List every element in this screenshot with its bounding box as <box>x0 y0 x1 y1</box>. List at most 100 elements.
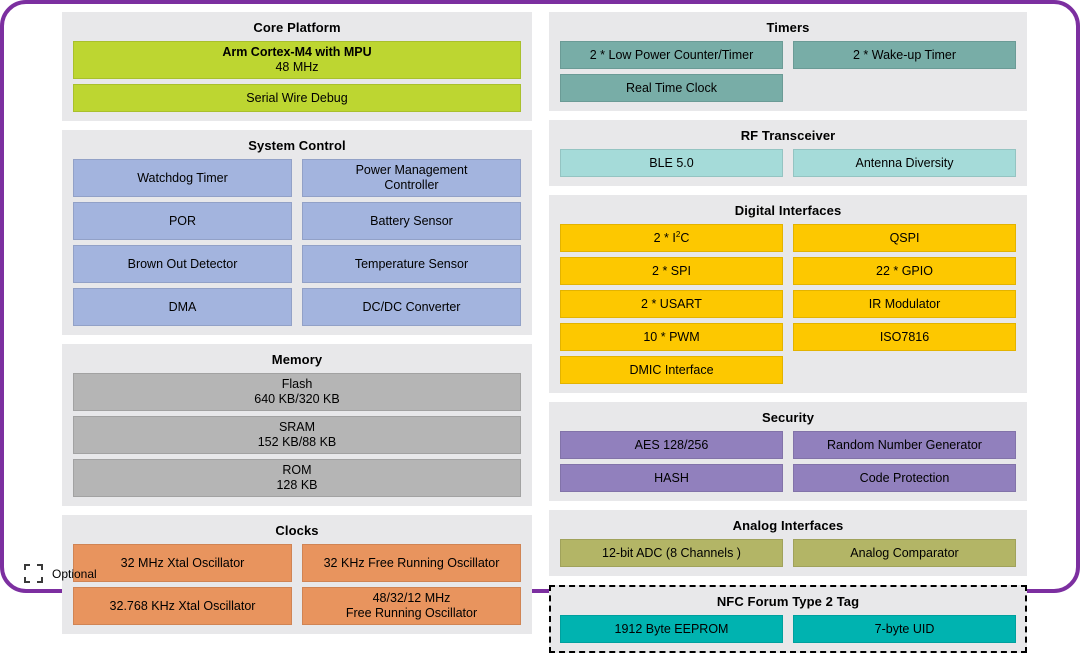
block-cell: Brown Out Detector <box>73 245 292 283</box>
block-label: BLE 5.0 <box>649 155 694 170</box>
block-12-bit-adc-8-channels[interactable]: 12-bit ADC (8 Channels ) <box>560 539 783 567</box>
block-32-mhz-xtal-oscillator[interactable]: 32 MHz Xtal Oscillator <box>73 544 292 582</box>
block-label: 32.768 KHz Xtal Oscillator <box>109 598 256 613</box>
block-2-ic[interactable]: 2 * I2C <box>560 224 783 252</box>
block-2-wake-up-timer[interactable]: 2 * Wake-up Timer <box>793 41 1016 69</box>
block-dma[interactable]: DMA <box>73 288 292 326</box>
block-temperature-sensor[interactable]: Temperature Sensor <box>302 245 521 283</box>
block-analog-comparator[interactable]: Analog Comparator <box>793 539 1016 567</box>
block-label: 1912 Byte EEPROM <box>614 621 729 636</box>
dashed-square-icon <box>24 564 43 583</box>
block-cell: QSPI <box>793 224 1016 252</box>
group-title-system-control: System Control <box>248 138 346 153</box>
block-2-usart[interactable]: 2 * USART <box>560 290 783 318</box>
block-row: 1912 Byte EEPROM 7-byte UID <box>560 615 1016 643</box>
empty-slot <box>793 356 1016 384</box>
block-cell: DMA <box>73 288 292 326</box>
block-row: 2 * USART IR Modulator <box>560 290 1016 318</box>
block-cell: 2 * Low Power Counter/Timer <box>560 41 783 69</box>
block-qspi[interactable]: QSPI <box>793 224 1016 252</box>
block-22-gpio[interactable]: 22 * GPIO <box>793 257 1016 285</box>
block-por[interactable]: POR <box>73 202 292 240</box>
block-cell: IR Modulator <box>793 290 1016 318</box>
block-cell: AES 128/256 <box>560 431 783 459</box>
block-row: Real Time Clock <box>560 74 1016 102</box>
block-brown-out-detector[interactable]: Brown Out Detector <box>73 245 292 283</box>
block-label: 2 * I2C <box>653 229 690 245</box>
block-cell: Analog Comparator <box>793 539 1016 567</box>
block-label: 2 * Low Power Counter/Timer <box>589 47 754 62</box>
block-label: Temperature Sensor <box>354 256 469 271</box>
block-label: Analog Comparator <box>850 545 959 560</box>
group-title-rf-transceiver: RF Transceiver <box>740 128 836 143</box>
block-2-low-power-counter-timer[interactable]: 2 * Low Power Counter/Timer <box>560 41 783 69</box>
block-7-byte-uid[interactable]: 7-byte UID <box>793 615 1016 643</box>
block-32-khz-free-running-oscillator[interactable]: 32 KHz Free Running Oscillator <box>302 544 521 582</box>
block-serial-wire-debug[interactable]: Serial Wire Debug <box>73 84 521 112</box>
block-row: 10 * PWM ISO7816 <box>560 323 1016 351</box>
block-dc-dc-converter[interactable]: DC/DC Converter <box>302 288 521 326</box>
block-antenna-diversity[interactable]: Antenna Diversity <box>793 149 1016 177</box>
block-cell: ISO7816 <box>793 323 1016 351</box>
block-label: Watchdog Timer <box>137 170 228 185</box>
block-watchdog-timer[interactable]: Watchdog Timer <box>73 159 292 197</box>
block-cell: 2 * Wake-up Timer <box>793 41 1016 69</box>
block-label: Serial Wire Debug <box>246 90 348 105</box>
block-code-protection[interactable]: Code Protection <box>793 464 1016 492</box>
block-dmic-interface[interactable]: DMIC Interface <box>560 356 783 384</box>
block-label: Arm Cortex-M4 with MPU <box>222 45 372 60</box>
block-row: Brown Out Detector Temperature Sensor <box>73 245 521 283</box>
block-label: Power Management <box>355 163 468 178</box>
block-1912-byte-eeprom[interactable]: 1912 Byte EEPROM <box>560 615 783 643</box>
block-ble-5-0[interactable]: BLE 5.0 <box>560 149 783 177</box>
block-real-time-clock[interactable]: Real Time Clock <box>560 74 783 102</box>
block-cell: Antenna Diversity <box>793 149 1016 177</box>
block-cell: 2 * SPI <box>560 257 783 285</box>
block-cell: 1912 Byte EEPROM <box>560 615 783 643</box>
block-label: Flash <box>281 377 313 392</box>
block-label: 2 * USART <box>641 296 702 311</box>
group-title-security: Security <box>761 410 815 425</box>
group-title-nfc-forum-type-2-tag: NFC Forum Type 2 Tag <box>716 594 860 609</box>
block-aes-128-256[interactable]: AES 128/256 <box>560 431 783 459</box>
block-cell: Real Time Clock <box>560 74 783 102</box>
block-label: QSPI <box>889 230 920 245</box>
block-label: 7-byte UID <box>874 621 935 636</box>
block-label: Code Protection <box>859 470 950 485</box>
block-row: 2 * Low Power Counter/Timer 2 * Wake-up T… <box>560 41 1016 69</box>
block-row: BLE 5.0 Antenna Diversity <box>560 149 1016 177</box>
block-battery-sensor[interactable]: Battery Sensor <box>302 202 521 240</box>
block-ir-modulator[interactable]: IR Modulator <box>793 290 1016 318</box>
block-cell: Serial Wire Debug <box>73 84 521 112</box>
block-cell: Battery Sensor <box>302 202 521 240</box>
block-label: 2 * SPI <box>652 263 691 278</box>
block-iso7816[interactable]: ISO7816 <box>793 323 1016 351</box>
block-label: Battery Sensor <box>370 213 453 228</box>
block-row: 2 * I2C QSPI <box>560 224 1016 252</box>
block-row: DMIC Interface <box>560 356 1016 384</box>
block-10-pwm[interactable]: 10 * PWM <box>560 323 783 351</box>
block-cell: 10 * PWM <box>560 323 783 351</box>
block-label: AES 128/256 <box>634 437 709 452</box>
block-random-number-generator[interactable]: Random Number Generator <box>793 431 1016 459</box>
block-hash[interactable]: HASH <box>560 464 783 492</box>
block-2-spi[interactable]: 2 * SPI <box>560 257 783 285</box>
